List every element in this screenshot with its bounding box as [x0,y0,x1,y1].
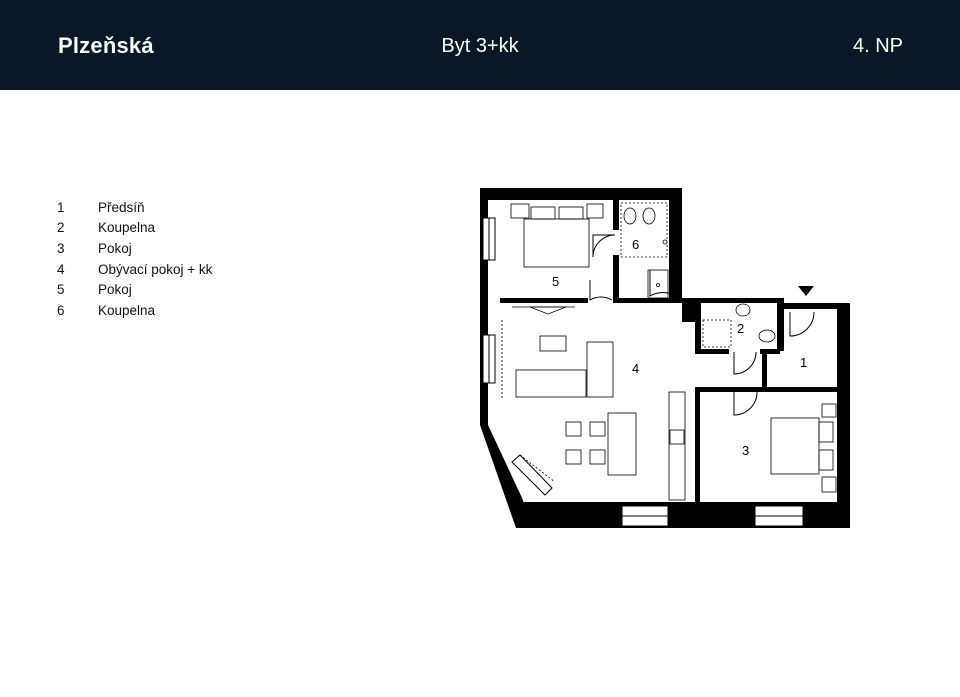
living-room-furniture [501,306,686,501]
legend-item: 5 Pokoj [57,279,212,300]
legend-number: 5 [57,282,65,298]
bed-room-5 [510,203,604,268]
bathroom-2-fixtures [702,303,776,348]
room-label-1: 1 [800,355,807,370]
entrance-arrow-icon [798,286,814,296]
legend-number: 3 [57,240,65,256]
legend-item: 2 Koupelna [57,218,212,239]
header-bar: Plzeňská Byt 3+kk 4. NP [0,0,960,90]
legend-number: 1 [57,199,65,215]
legend-label: Pokoj [98,282,132,298]
unit-type: Byt 3+kk [441,35,519,57]
bathroom-6-fixtures [620,202,669,299]
legend-label: Pokoj [98,240,132,256]
legend-item: 1 Předsíň [57,197,212,218]
legend-number: 2 [57,220,65,236]
floor-label: 4. NP [852,35,903,57]
legend-item: 4 Obývací pokoj + kk [57,259,212,280]
doors [589,234,815,416]
windows [482,217,804,527]
interior-walls [500,200,837,505]
room-label-5: 5 [552,274,559,289]
legend-item: 6 Koupelna [57,300,212,321]
room-label-3: 3 [742,443,749,458]
room-label-2: 2 [737,321,744,336]
room-label-6: 6 [632,237,639,252]
legend-label: Koupelna [98,220,156,236]
room-label-4: 4 [632,361,639,376]
legend-number: 4 [57,261,65,277]
legend-label: Předsíň [98,199,145,215]
project-name: Plzeňská [58,33,154,58]
legend-number: 6 [57,302,65,318]
legend-label: Obývací pokoj + kk [98,261,213,277]
bed-room-3 [770,403,837,493]
legend-label: Koupelna [98,302,156,318]
legend-item: 3 Pokoj [57,238,212,259]
floor-plan: 1 2 3 4 5 6 [480,188,850,528]
